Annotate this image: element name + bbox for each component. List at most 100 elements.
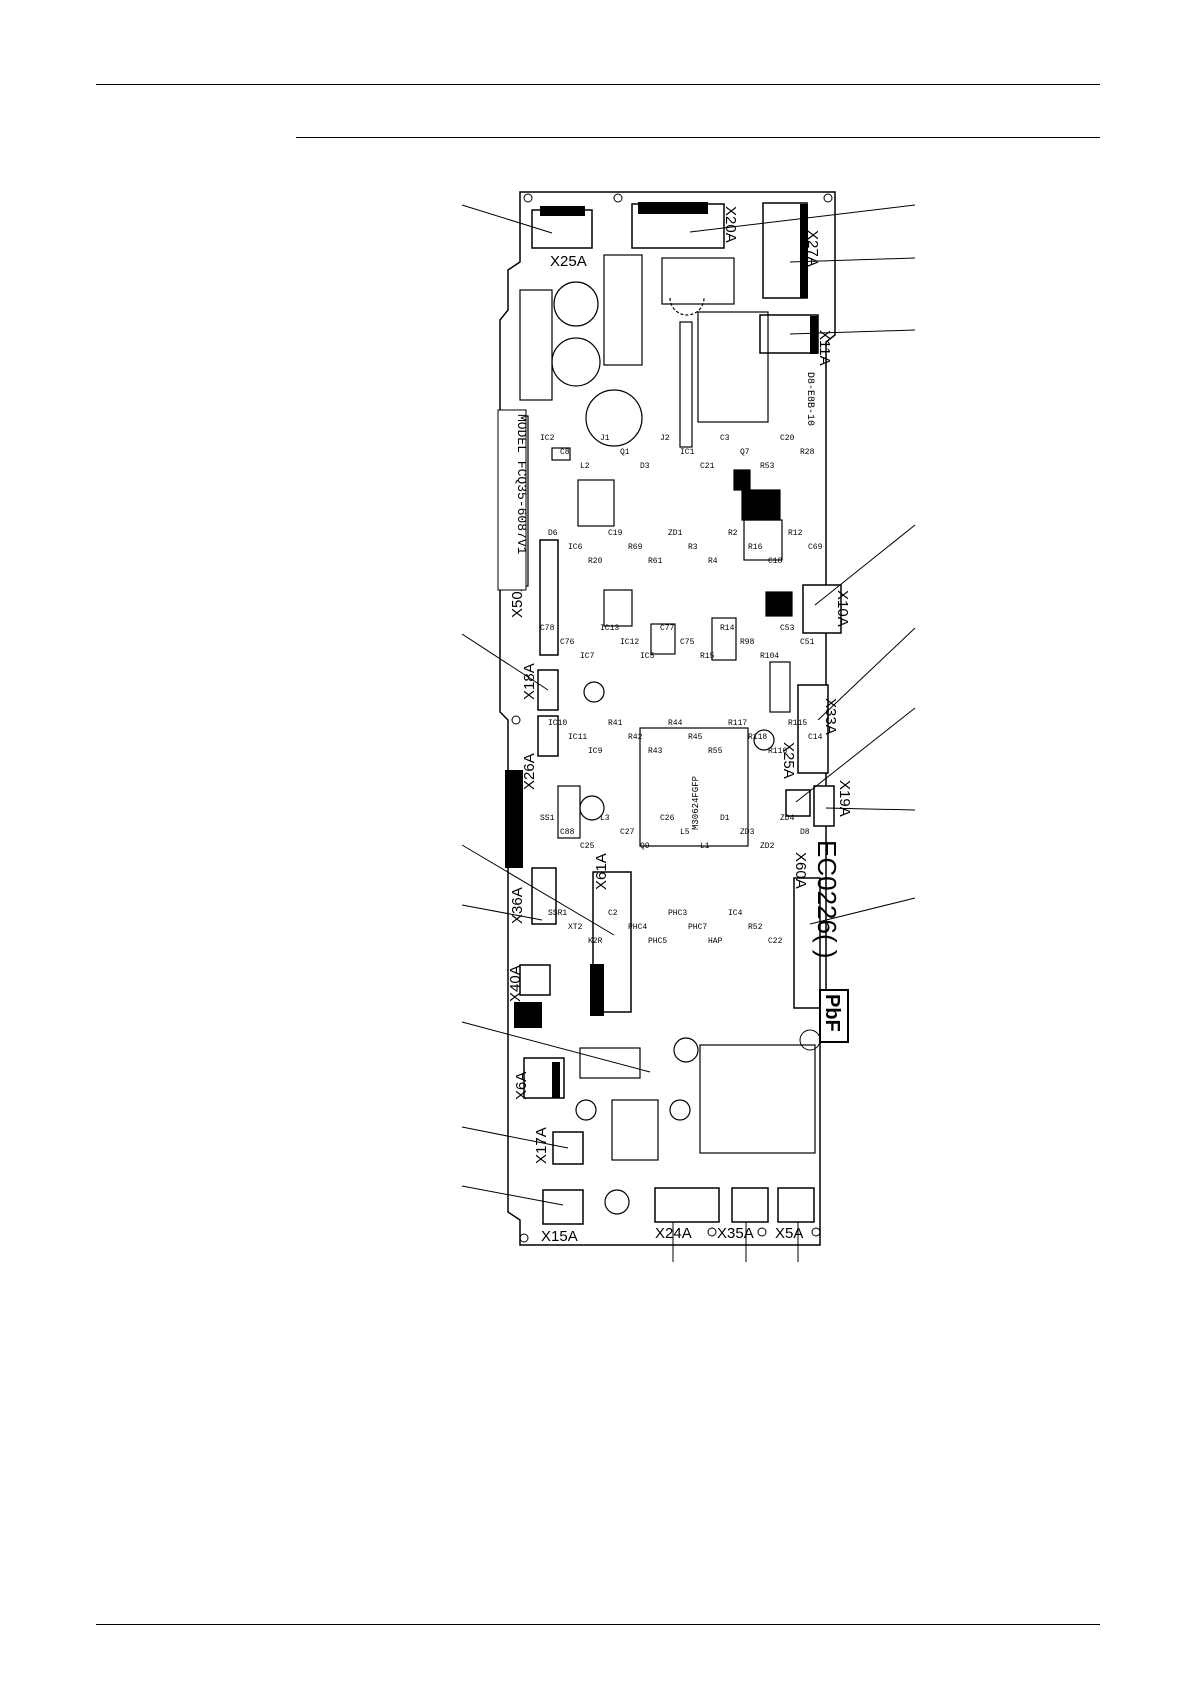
component-designator: HAP	[708, 937, 723, 946]
component-designator: D6	[548, 529, 558, 538]
bottom-rule	[96, 1624, 1100, 1625]
label-x19a: X19A	[836, 780, 853, 817]
component-designator: R28	[800, 448, 815, 457]
component-designator: PHC3	[668, 909, 687, 918]
label-x61a: X61A	[593, 853, 610, 890]
component-designator: J1	[600, 434, 610, 443]
component-designator: C53	[780, 624, 795, 633]
component-designator: C22	[768, 937, 783, 946]
component-designator: C18	[768, 557, 783, 566]
label-x36a: X36A	[509, 887, 526, 924]
board-outline	[499, 191, 836, 1246]
component-designator: IC10	[548, 719, 567, 728]
component-designator: R116	[768, 747, 787, 756]
component-designator: Q9	[640, 842, 650, 851]
label-x24a: X24A	[655, 1225, 692, 1242]
label-x10a: X10A	[834, 590, 851, 627]
component-designator: J2	[660, 434, 670, 443]
component-designator: ZD3	[740, 828, 755, 837]
component-designator: C51	[800, 638, 815, 647]
leader-lines	[461, 204, 916, 1262]
component-designator: PHC7	[688, 923, 707, 932]
component-designator: R4	[708, 557, 718, 566]
component-designator: C8	[560, 448, 570, 457]
component-designator: IC6	[568, 543, 583, 552]
component-designator: D3	[640, 462, 650, 471]
label-x6a: X6A	[513, 1072, 530, 1100]
component-designator: R69	[628, 543, 643, 552]
label-x25a-mid: X25A	[780, 742, 797, 779]
component-designator: C19	[608, 529, 623, 538]
component-designator: R115	[788, 719, 807, 728]
label-x5a: X5A	[775, 1225, 803, 1242]
component-designator: IC4	[728, 909, 743, 918]
component-designator: L1	[700, 842, 710, 851]
pbf-mark: PbF	[821, 994, 843, 1032]
label-x40a: X40A	[507, 965, 524, 1002]
component-designator: IC13	[600, 624, 619, 633]
component-designator: C76	[560, 638, 575, 647]
component-designator: C77	[660, 624, 675, 633]
component-designator: Q7	[740, 448, 750, 457]
component-designator: R53	[760, 462, 775, 471]
component-designator: C20	[780, 434, 795, 443]
connector-labels: X25A X20A X27A X11A X50A X10A X18A X33A …	[507, 206, 853, 1245]
component-designator: ZD4	[780, 814, 795, 823]
label-x20a: X20A	[722, 206, 739, 243]
component-designator: XT2	[568, 923, 583, 932]
component-designator: R118	[748, 733, 767, 742]
component-designator: R2	[728, 529, 738, 538]
component-designator: C26	[660, 814, 675, 823]
board-markings: MODEL FCQ35-6087V1 EC0226( ) PbF M30624F…	[497, 372, 849, 1043]
large-components	[507, 254, 816, 1215]
component-designator: SS1	[540, 814, 555, 823]
component-designator: D1	[720, 814, 730, 823]
component-designator: C14	[808, 733, 823, 742]
component-designator: R14	[720, 624, 735, 633]
component-designator: C21	[700, 462, 715, 471]
component-designator: PHC5	[648, 937, 667, 946]
component-designator: R52	[748, 923, 763, 932]
component-designator: C25	[580, 842, 595, 851]
label-x11a: X11A	[816, 330, 833, 366]
component-designator: D8	[800, 828, 810, 837]
connector-dark-bands	[505, 202, 818, 1098]
component-designator: R15	[700, 652, 715, 661]
component-designator: R61	[648, 557, 663, 566]
component-designator: R41	[608, 719, 623, 728]
component-designator: K2R	[588, 937, 603, 946]
component-designator: IC11	[568, 733, 587, 742]
section-rule	[296, 137, 1100, 138]
label-x25a-top: X25A	[550, 253, 587, 270]
component-designator: IC5	[640, 652, 655, 661]
component-designator: IC7	[580, 652, 595, 661]
component-designator: Q1	[620, 448, 630, 457]
label-x26a: X26A	[521, 753, 538, 790]
component-designator: R16	[748, 543, 763, 552]
component-designator: C3	[720, 434, 730, 443]
component-designator: IC1	[680, 448, 695, 457]
component-designator: R20	[588, 557, 603, 566]
component-designator: R43	[648, 747, 663, 756]
label-x35a: X35A	[717, 1225, 754, 1242]
component-designator: R3	[688, 543, 698, 552]
component-designator: R45	[688, 733, 703, 742]
component-designator: C75	[680, 638, 695, 647]
component-designator: C88	[560, 828, 575, 837]
label-x17a: X17A	[533, 1127, 550, 1164]
component-designator: R117	[728, 719, 747, 728]
component-designator: SSR1	[548, 909, 567, 918]
component-designator: PHC4	[628, 923, 647, 932]
component-labels: IC2C8L2J1Q1D3J2IC1C21C3Q7R53C20R28D6IC6R…	[540, 434, 823, 946]
component-designator: C27	[620, 828, 635, 837]
label-x33a: X33A	[822, 698, 839, 735]
component-designator: R12	[788, 529, 803, 538]
label-x60a: X60A	[792, 852, 809, 889]
component-designator: C69	[808, 543, 823, 552]
component-designator: R104	[760, 652, 779, 661]
component-designator: R98	[740, 638, 755, 647]
component-designator: L5	[680, 828, 690, 837]
component-designator: C2	[608, 909, 618, 918]
model-text: MODEL FCQ35-6087V1	[514, 414, 529, 555]
